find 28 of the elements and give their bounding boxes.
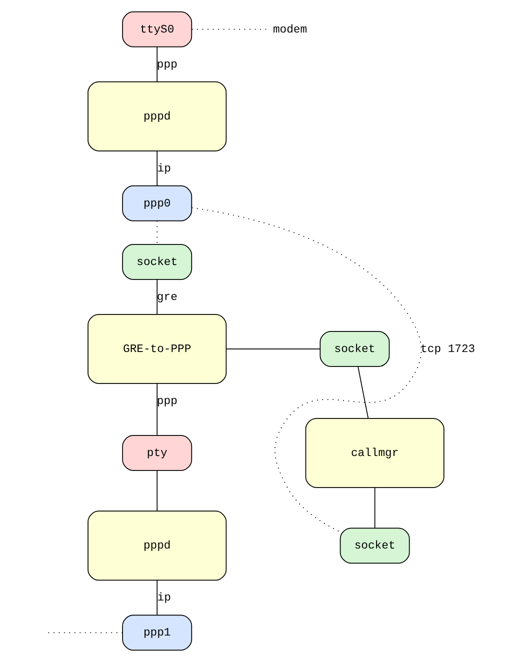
node-box: ppp1 xyxy=(122,614,192,651)
connector xyxy=(156,279,158,315)
edge-label: ppp xyxy=(156,396,178,408)
connector xyxy=(156,470,158,512)
connector xyxy=(156,150,158,186)
edge-label: ip xyxy=(157,163,171,176)
node-box: GRE-to-PPP xyxy=(88,314,227,384)
node-box: socket xyxy=(122,244,192,280)
node-box: callmgr xyxy=(305,418,444,488)
connector xyxy=(156,383,158,436)
connector xyxy=(374,487,376,528)
node-box: socket xyxy=(320,331,390,367)
node-box: ttyS0 xyxy=(122,11,192,48)
edge-label: tcp 1723 xyxy=(420,344,476,356)
node-box: pppd xyxy=(88,81,227,152)
connector xyxy=(156,580,158,616)
connector xyxy=(191,207,422,532)
connector xyxy=(156,46,158,82)
node-box: pppd xyxy=(88,510,227,581)
connector xyxy=(226,348,320,350)
node-box: pty xyxy=(122,435,192,471)
edge-label: gre xyxy=(156,292,178,304)
node-text: modem xyxy=(272,24,308,36)
edge-label: ppp xyxy=(156,59,178,72)
node-box: socket xyxy=(340,528,410,564)
edge-label: ip xyxy=(157,592,171,605)
connector xyxy=(358,366,369,418)
node-box: ppp0 xyxy=(122,185,192,222)
